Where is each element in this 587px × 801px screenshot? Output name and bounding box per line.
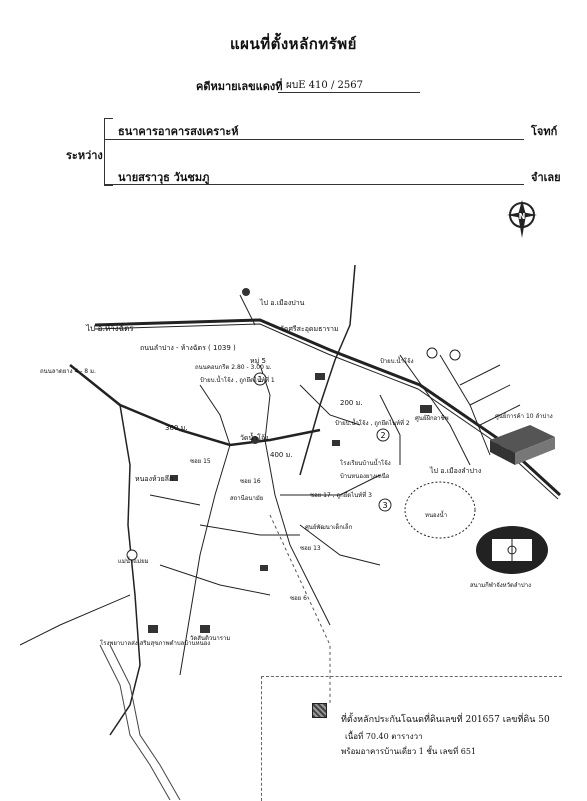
label-dist-200: 200 ม. — [340, 399, 362, 407]
label-temple-top: วัดศรีสะอุดมธาราม — [280, 325, 339, 333]
label-soi16: ซอย 16 — [240, 478, 261, 485]
label-road-width2: ถนนลาดยาง 4 - 8 ม. — [40, 368, 96, 375]
case-number-value: ผบE 410 / 2567 — [286, 80, 363, 91]
label-sign-namjong: ป้ายบ.น้ำโจ้ง — [380, 355, 414, 365]
page-title: แผนที่ตั้งหลักทรัพย์ — [230, 35, 357, 53]
road-left — [69, 364, 321, 447]
building-icon — [148, 625, 158, 633]
legend-text-3: พร้อมอาคารบ้านเดี่ยว 1 ชั้น เลขที่ 651 — [341, 747, 477, 756]
plaintiff-name: ธนาคารอาคารสงเคราะห์ — [118, 125, 239, 138]
temple-icon — [242, 288, 250, 296]
label-pond: หนองน้ำ — [425, 509, 447, 519]
label-dist-400: 400 ม. — [270, 451, 292, 459]
label-hospital: โรงพยาบาลส่งเสริมสุขภาพตำบลบ้านหนอง — [100, 639, 210, 647]
label-school-mid: โรงเรียนบ้านน้ำโจ้ง — [340, 457, 391, 467]
plaintiff-role: โจทก์ — [531, 125, 558, 138]
label-health-center: สถานีอนามัย — [230, 494, 263, 502]
label-soi13: ซอย 13 — [300, 545, 321, 552]
label-dist-360: 360 ม. — [165, 424, 187, 432]
label-to-mueang: ไป อ.เมืองลำปาง — [429, 466, 481, 475]
legend-text-1: ที่ตั้งหลักประกันโฉนดที่ดินเลขที่ 201657… — [341, 715, 550, 725]
defendant-name: นายสราวุธ วันชมภู — [118, 171, 210, 184]
case-number-underline — [278, 92, 420, 93]
label-to-north: ไป อ.เมืองปาน — [259, 298, 305, 307]
label-wat-namjong: วัดน้ำโจ้ง — [240, 431, 268, 442]
plaintiff-underline — [104, 139, 524, 140]
mall-building-icon — [490, 425, 555, 465]
label-community-center: ศูนย์พัฒนาเด็กเล็ก — [305, 522, 353, 531]
temple-icon — [251, 436, 259, 444]
marker-1: 1 — [257, 375, 262, 384]
label-stadium: สนามกีฬาจังหวัดลำปาง — [470, 581, 531, 589]
building-icon — [170, 475, 178, 481]
label-to-hangchat: ไป อ.ห้างฉัตร — [85, 324, 134, 333]
compass-letter: N — [519, 212, 526, 221]
label-house-sign: ป้ายบ.น้ำโจ้ง , ถูกยึดไนท์ที่ 1 — [200, 374, 275, 384]
marker-2: 2 — [380, 431, 385, 440]
road-north — [299, 265, 356, 476]
label-road-width1: ถนนคอนกรีต 2.80 - 3.00 ม. — [195, 363, 272, 371]
location-map: 1 2 3 ไป อ.เมืองปาน ไป อ.ห้างฉัตร ถนนลำป… — [19, 265, 562, 800]
property-marker-icon — [312, 703, 327, 718]
defendant-underline — [104, 184, 524, 185]
building-icon — [420, 405, 432, 413]
label-highway: ถนนลำปาง - ห้างฉัตร ( 1039 ) — [140, 344, 236, 352]
label-nonglong: หนองห้วยลึก — [135, 474, 173, 483]
label-pinned-2: ป้ายบ.น้ำโจ้ง , ถูกยึดไนท์ที่ 2 — [335, 417, 410, 427]
stadium-icon — [476, 526, 548, 574]
label-soi-bottom: ซอย 6 — [290, 595, 307, 602]
label-temple-bottom: วัดสันติวนาราม — [190, 635, 230, 642]
building-icon — [200, 625, 210, 633]
parties-brace — [104, 118, 113, 186]
label-soi15: ซอย 15 — [190, 458, 211, 465]
label-soi17: ซอย 17 , ถูกยึดไนท์ที่ 3 — [310, 491, 372, 499]
between-label: ระหว่าง — [66, 149, 103, 162]
marker-3: 3 — [382, 501, 387, 510]
legend-text-2: เนื้อที่ 70.40 ตารางวา — [345, 732, 423, 741]
building-icon — [315, 373, 325, 380]
label-nongyang: บ้านหนองยางเหนือ — [340, 472, 390, 480]
north-arrow-icon: N — [507, 200, 537, 238]
legend-box — [261, 676, 562, 801]
building-icon — [260, 565, 268, 571]
case-number-label: คดีหมายเลขแดงที่ — [196, 80, 283, 93]
defendant-role: จำเลย — [531, 171, 561, 184]
label-mall: ศูนย์การค้า 10 ลำปาง — [495, 412, 553, 420]
building-icon — [332, 440, 340, 446]
label-moo5: หมู่ 5 — [250, 357, 266, 365]
label-river: แม่น้ำแม่ยม — [118, 555, 149, 565]
label-office-right: ศูนย์ฝึกอาชีพ — [415, 414, 449, 422]
